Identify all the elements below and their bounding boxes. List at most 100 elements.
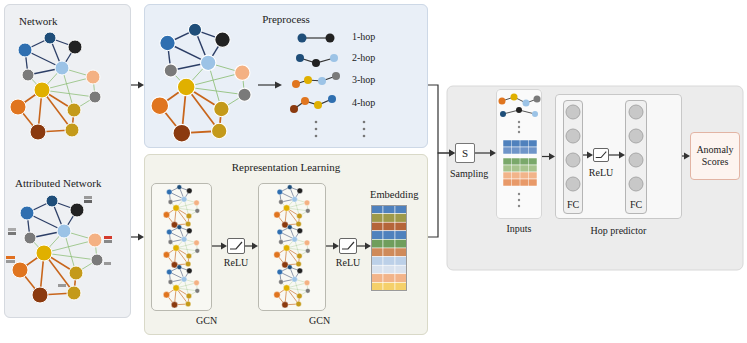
- embedding-grid-part: [395, 282, 407, 291]
- flow-arrow: [583, 152, 593, 159]
- fc-neurons-part: [566, 153, 580, 167]
- panel-fills-part: [144, 4, 428, 148]
- embedding-grid-part: [395, 257, 407, 266]
- relu-unit: ReLU: [339, 238, 357, 254]
- panel-fills-part: [496, 89, 542, 219]
- hop-paths-part: [363, 128, 366, 131]
- embedding-grid-part: [395, 231, 407, 240]
- hop-paths-part: [301, 97, 309, 105]
- attributed-network-graph-part: [12, 195, 103, 303]
- embedding-grid-part: [383, 205, 395, 214]
- flow-arrow: [475, 150, 496, 157]
- attributed-network-graph-part: [84, 200, 92, 203]
- node-label: Embedding: [370, 189, 418, 202]
- node-label: Inputs: [507, 223, 532, 235]
- hop-predictor: Hop predictorFCReLUFC: [555, 94, 682, 219]
- hop-paths-part: [312, 59, 320, 67]
- hop-paths-part: [290, 105, 298, 113]
- gcn-layer: GCN: [258, 183, 326, 311]
- relu-curve: [342, 242, 354, 249]
- flow-arrow: [542, 153, 555, 160]
- flow-arrow: [682, 153, 690, 160]
- embedding-grid-part: [395, 222, 407, 231]
- inputs-illustration-part-part: [528, 140, 529, 186]
- fc-neurons-part: [629, 177, 643, 191]
- inputs-illustration-part: [534, 96, 541, 103]
- hop-paths-part: [315, 128, 318, 131]
- inputs-illustration-part: [516, 107, 522, 113]
- flow-arrow: [131, 234, 144, 241]
- inputs-illustration: [499, 94, 541, 208]
- gcn-layer: GCN: [151, 183, 212, 311]
- node-sublabel: Attributed Network: [15, 177, 101, 190]
- fc-neurons-part: [629, 105, 643, 119]
- node-label: FC: [630, 199, 642, 211]
- embedding-grid-part: [383, 282, 395, 291]
- attributed-network-graph-part: [104, 236, 112, 239]
- embedding-grid-part: [371, 222, 383, 231]
- embedding-grid-part: [395, 214, 407, 223]
- fc-layer: FC: [563, 100, 583, 214]
- panel-fills-part: [151, 183, 212, 311]
- fc-neurons-part: [566, 177, 580, 191]
- embedding-matrix: Embedding: [371, 205, 407, 291]
- gcn-graphs-part: [163, 185, 199, 228]
- hop-label: 2-hop: [352, 52, 375, 64]
- embedding-grid-part: [395, 274, 407, 283]
- inputs-illustration-part: [532, 111, 538, 117]
- embedding-grid-part: [371, 257, 383, 266]
- flow-arrow: [609, 152, 625, 159]
- node-label: ReLU: [589, 167, 613, 179]
- inputs-illustration-part: [518, 193, 520, 195]
- node-label: Preprocess: [262, 13, 310, 26]
- hop-paths-part: [315, 135, 318, 138]
- panel-fills-part: [555, 94, 682, 219]
- hop-paths-part: [363, 135, 366, 138]
- flow-arrow: [428, 85, 455, 157]
- node-label: FC: [567, 199, 579, 211]
- hop-paths: [290, 34, 365, 138]
- node-label: Representation Learning: [232, 161, 340, 174]
- gcn-graphs-part: [163, 225, 199, 268]
- embedding-grid-part: [371, 282, 383, 291]
- hop-label: 1-hop: [352, 31, 375, 43]
- inputs-illustration-part-part: [511, 140, 512, 186]
- fc-neurons-part: [566, 105, 580, 119]
- gcn-graphs-part: [274, 185, 310, 228]
- gcn-graphs-part: [274, 265, 310, 308]
- embedding-grid-part: [383, 214, 395, 223]
- hop-paths-part: [296, 54, 304, 62]
- attributed-network-graph-part: [58, 284, 66, 287]
- flow-arrow: [131, 82, 144, 89]
- embedding-grid-part: [371, 239, 383, 248]
- node-label: Anomaly Scores: [693, 144, 737, 168]
- inputs-column: Inputs: [496, 89, 542, 219]
- flow-arrow: [357, 243, 371, 250]
- flow-arrow: [212, 243, 227, 250]
- gcn-graphs-part: [274, 225, 310, 268]
- attributed-network-graph: [6, 195, 112, 303]
- embedding-grid-part: [371, 274, 383, 283]
- attributed-network-graph-part: [104, 240, 112, 243]
- embedding-grid-part: [383, 265, 395, 274]
- node-label: S: [462, 147, 468, 160]
- hop-paths-part: [294, 99, 332, 109]
- inputs-illustration-part: [511, 94, 518, 101]
- hop-paths-part: [296, 76, 336, 84]
- node-sublabel: Sampling: [450, 168, 488, 180]
- gcn-graphs: [163, 185, 310, 308]
- hop-paths-part: [298, 34, 307, 43]
- embedding-grid-part: [395, 265, 407, 274]
- hop-paths-part: [314, 101, 322, 109]
- preprocess-graph-part: [151, 23, 251, 142]
- relu-unit: ReLU: [593, 148, 609, 162]
- embedding-grid-part: [383, 274, 395, 283]
- inputs-illustration-part: [500, 111, 506, 117]
- embedding-grid-part: [371, 214, 383, 223]
- embedding-grid: [371, 205, 407, 291]
- sampling-box: SSampling: [455, 143, 475, 163]
- preprocess-graph-part: [258, 84, 276, 85]
